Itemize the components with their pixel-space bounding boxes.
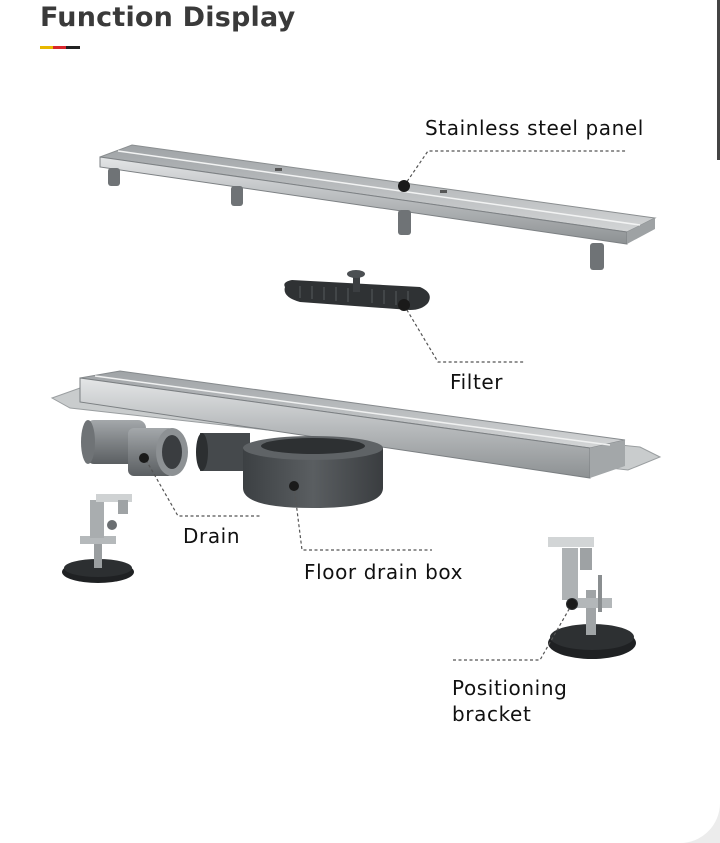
label-filter: Filter xyxy=(450,370,504,394)
label-floor-drain-box: Floor drain box xyxy=(304,560,464,584)
drain-channel-image xyxy=(50,370,662,479)
label-stainless-panel: Stainless steel panel xyxy=(425,116,644,140)
page-title: Function Display xyxy=(40,2,296,33)
stainless-panel-image xyxy=(99,144,657,270)
label-positioning-bracket: Positioning bracket xyxy=(452,675,567,727)
drain-pipe-image xyxy=(81,420,188,476)
title-accent-red xyxy=(53,46,66,49)
label-drain: Drain xyxy=(183,524,241,548)
edge-divider xyxy=(717,0,720,160)
title-accent-yellow xyxy=(40,46,53,49)
callout-lines xyxy=(145,150,626,661)
label-bracket-line2: bracket xyxy=(452,702,532,726)
label-bracket-line1: Positioning xyxy=(452,676,568,700)
bracket-left-image xyxy=(62,494,134,583)
filter-image xyxy=(284,270,430,310)
callout-dots xyxy=(139,180,577,609)
floor-drain-box-image xyxy=(196,433,383,508)
title-accent-black xyxy=(66,46,80,49)
bracket-right-image xyxy=(548,537,636,659)
